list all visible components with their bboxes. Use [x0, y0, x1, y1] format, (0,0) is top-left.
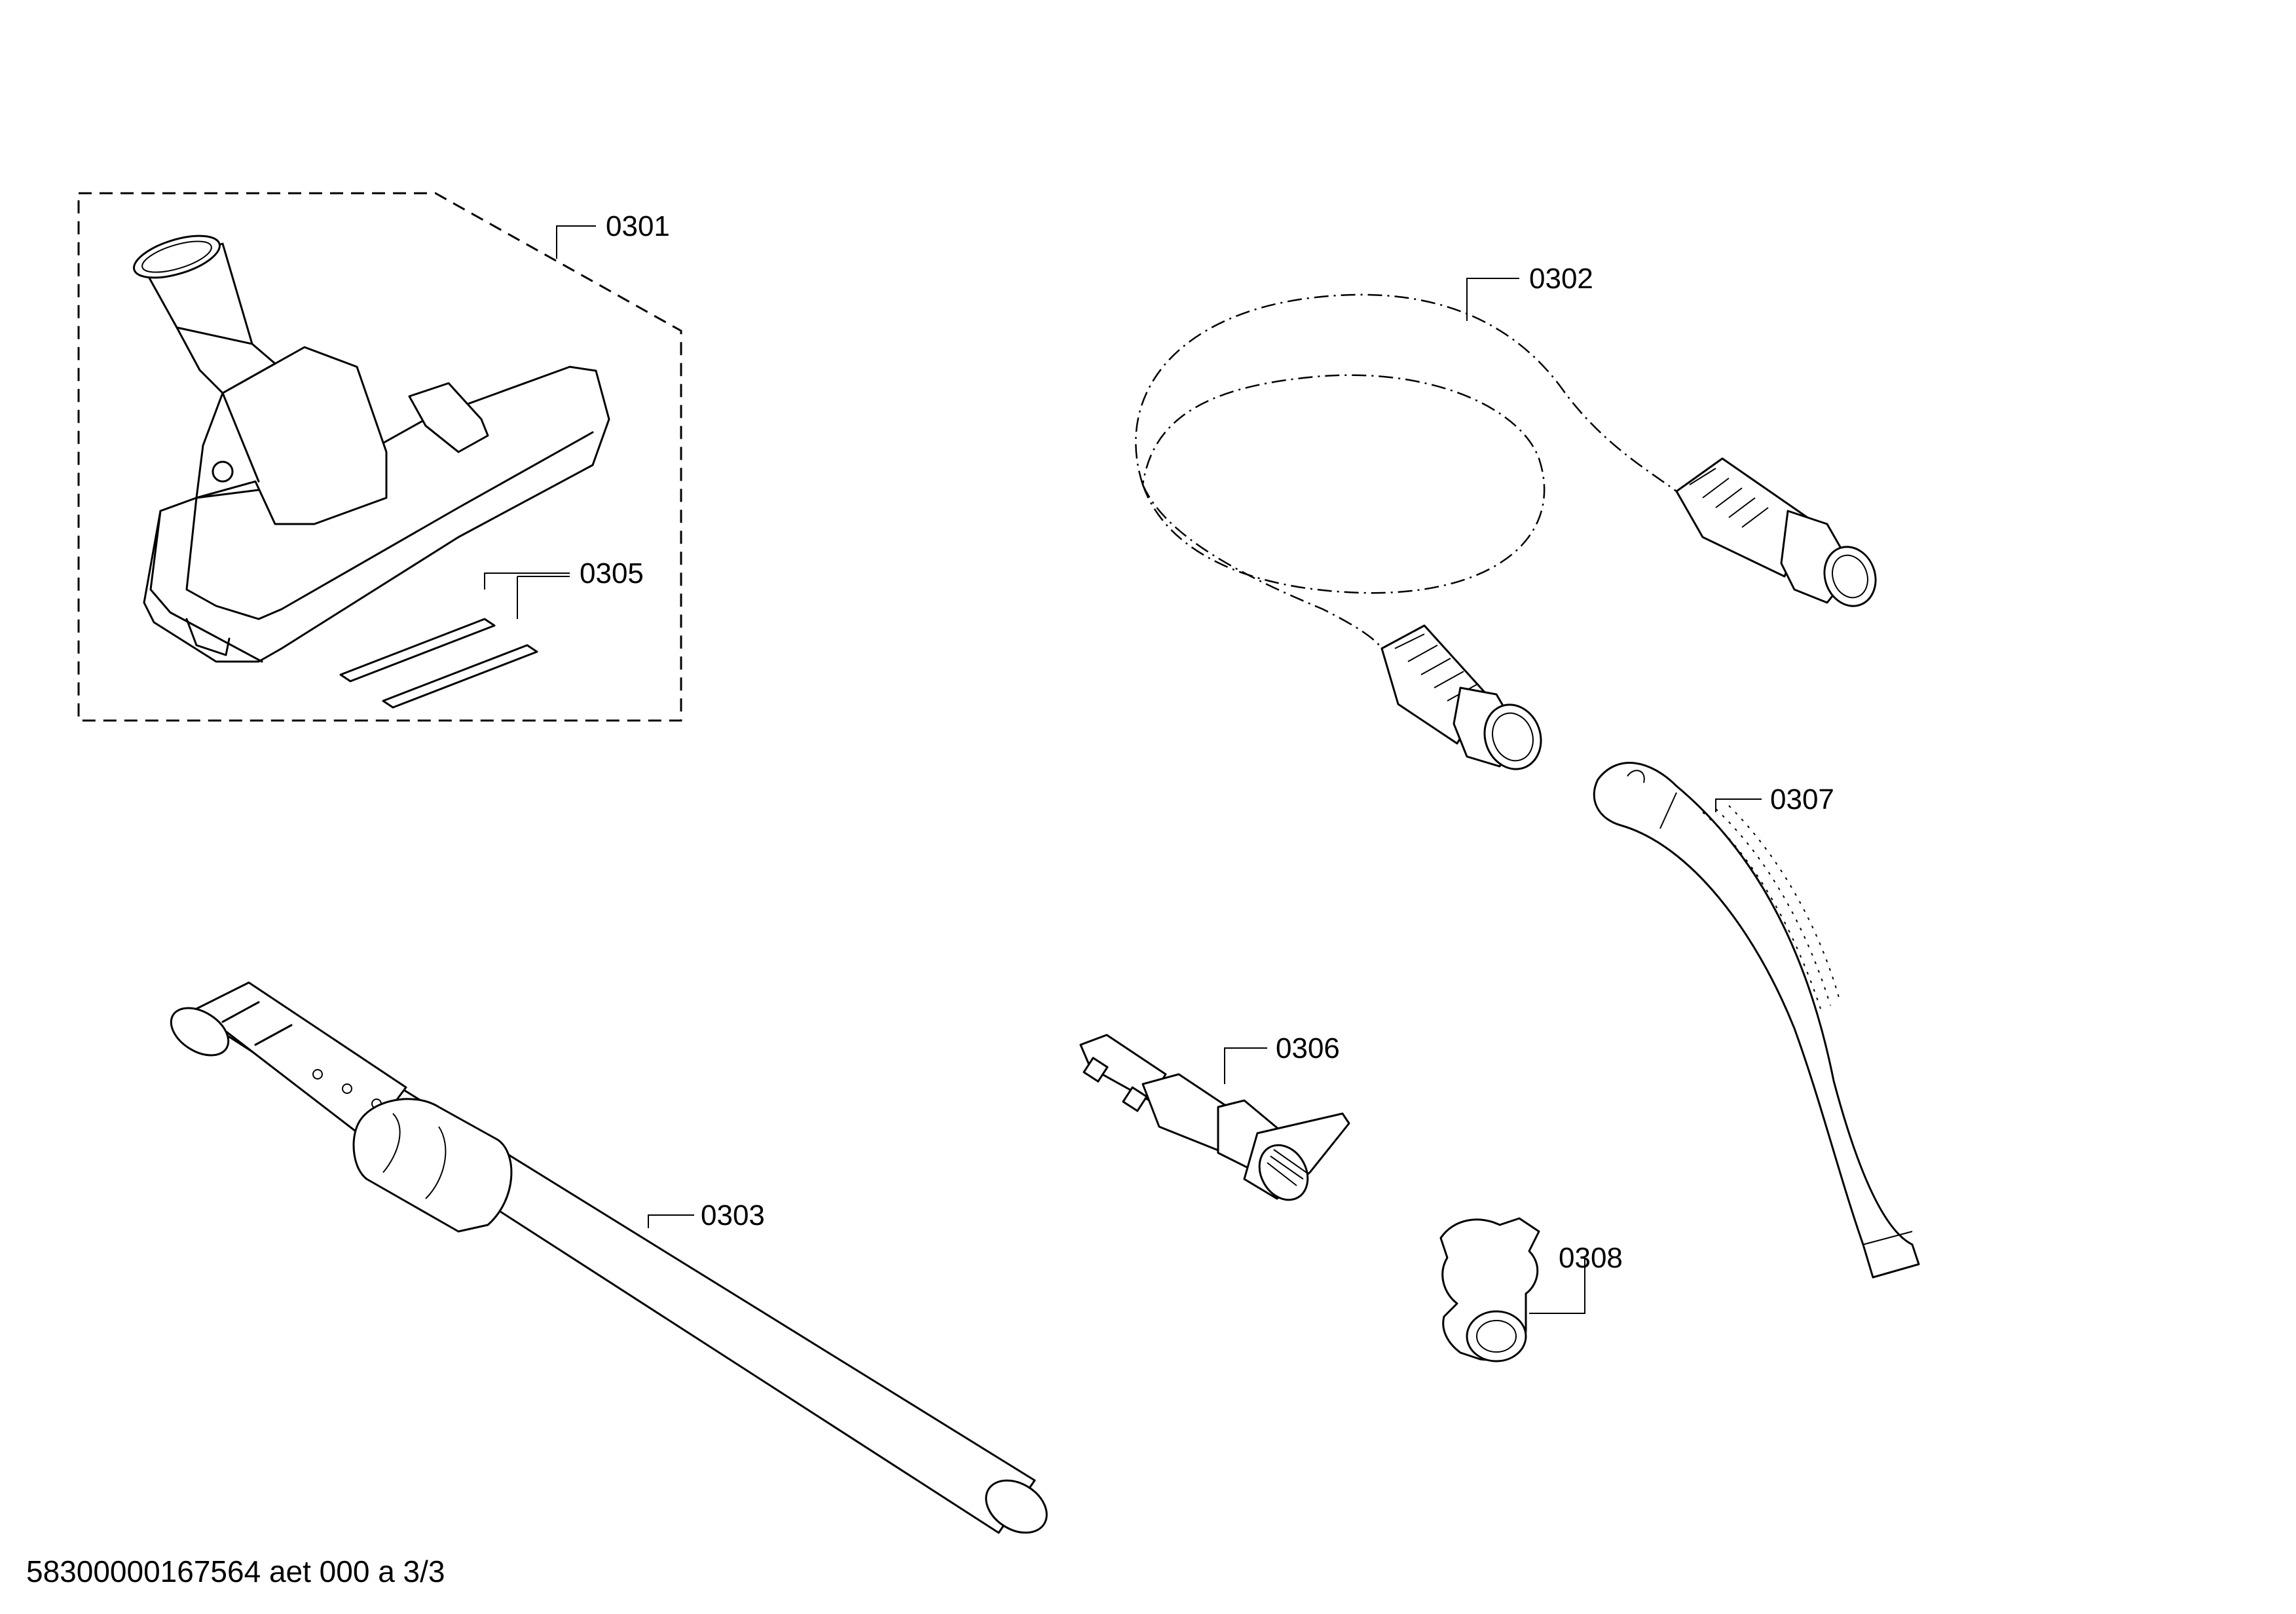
nozzle-assembly-group — [77, 192, 682, 722]
part-label-0305: 0305 — [580, 557, 644, 590]
floor-nozzle-icon[interactable] — [129, 227, 610, 663]
part-label-0303: 0303 — [701, 1199, 765, 1231]
part-label-0302: 0302 — [1529, 263, 1593, 295]
part-label-0301: 0301 — [606, 210, 670, 242]
brush-strip-icon[interactable] — [339, 618, 538, 709]
telescopic-tube-icon[interactable] — [162, 981, 1056, 1543]
leader-lines — [484, 225, 1762, 1314]
hose-icon[interactable] — [1135, 293, 1883, 777]
assembly-boundary — [77, 192, 682, 722]
clip-icon[interactable] — [1439, 1217, 1540, 1362]
part-label-0308: 0308 — [1559, 1242, 1623, 1274]
part-label-0306: 0306 — [1276, 1032, 1340, 1064]
upholstery-nozzle-icon[interactable] — [1079, 1034, 1350, 1209]
drawing-footer: 58300000167564 aet 000 a 3/3 — [26, 1554, 445, 1588]
handle-icon[interactable] — [1593, 762, 1920, 1279]
part-label-0307: 0307 — [1770, 783, 1834, 816]
